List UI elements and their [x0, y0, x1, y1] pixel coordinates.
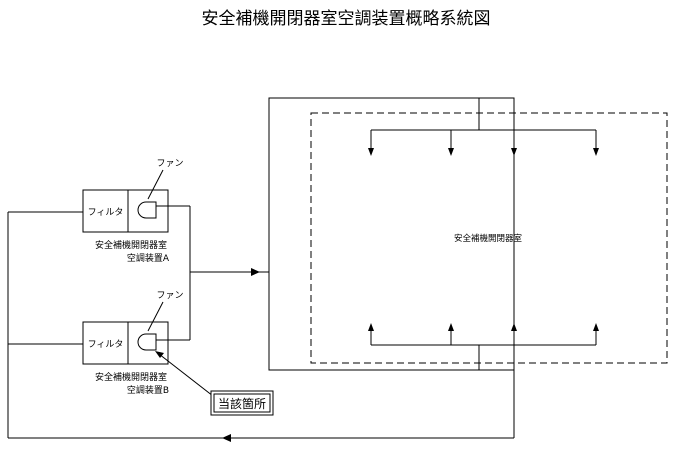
- supply-header: [368, 98, 599, 156]
- room-label: 安全補機開閉器室: [454, 233, 523, 244]
- unit-b-name-line2: 空調装置B: [127, 384, 169, 396]
- fan-icon: [137, 333, 168, 351]
- callout-leader: [158, 353, 214, 397]
- callout: 当該箇所: [155, 351, 274, 416]
- supply-duct: [168, 205, 269, 341]
- unit-b-name-line1: 安全補機開閉器室: [95, 371, 167, 383]
- return-duct: [7, 211, 515, 442]
- unit-a-filter-label: フィルタ: [88, 207, 124, 218]
- supply-flow-arrow: [251, 268, 260, 276]
- hvac-unit-b: フィルタ ファン 安全補機開閉器室 空調装置B: [82, 291, 184, 396]
- callout-inner-box: [213, 393, 271, 413]
- unit-a-name-line1: 安全補機開閉器室: [95, 239, 167, 251]
- unit-a-fan-label: ファン: [156, 159, 183, 169]
- supply-arrow-3: [511, 148, 517, 156]
- supply-arrow-1: [368, 148, 374, 156]
- fan-icon: [137, 201, 168, 219]
- callout-label: 当該箇所: [218, 396, 266, 411]
- unit-b-fan-label: ファン: [156, 291, 183, 301]
- return-arrow-2: [448, 323, 454, 331]
- return-arrow-3: [511, 323, 517, 331]
- callout-arrow: [155, 351, 164, 358]
- supply-arrow-4: [593, 148, 599, 156]
- unit-b-fan-box: [127, 321, 169, 365]
- unit-a-fan-box: [127, 189, 169, 233]
- return-header: [368, 323, 599, 370]
- unit-b-fan-leader: [147, 301, 164, 332]
- room-boundary: [310, 112, 668, 364]
- diagram-title: 安全補機開閉器室空調装置概略系統図: [202, 9, 491, 29]
- unit-a-filter-box: [82, 189, 129, 233]
- unit-b-filter-label: フィルタ: [88, 339, 124, 350]
- return-flow-arrow: [222, 434, 231, 442]
- outer-duct-boundary: [268, 97, 515, 371]
- supply-arrow-2: [448, 148, 454, 156]
- return-arrow-1: [368, 323, 374, 331]
- return-arrow-4: [593, 323, 599, 331]
- hvac-unit-a: フィルタ ファン 安全補機開閉器室 空調装置A: [82, 159, 184, 264]
- unit-a-fan-leader: [147, 169, 164, 200]
- unit-a-name-line2: 空調装置A: [127, 252, 170, 264]
